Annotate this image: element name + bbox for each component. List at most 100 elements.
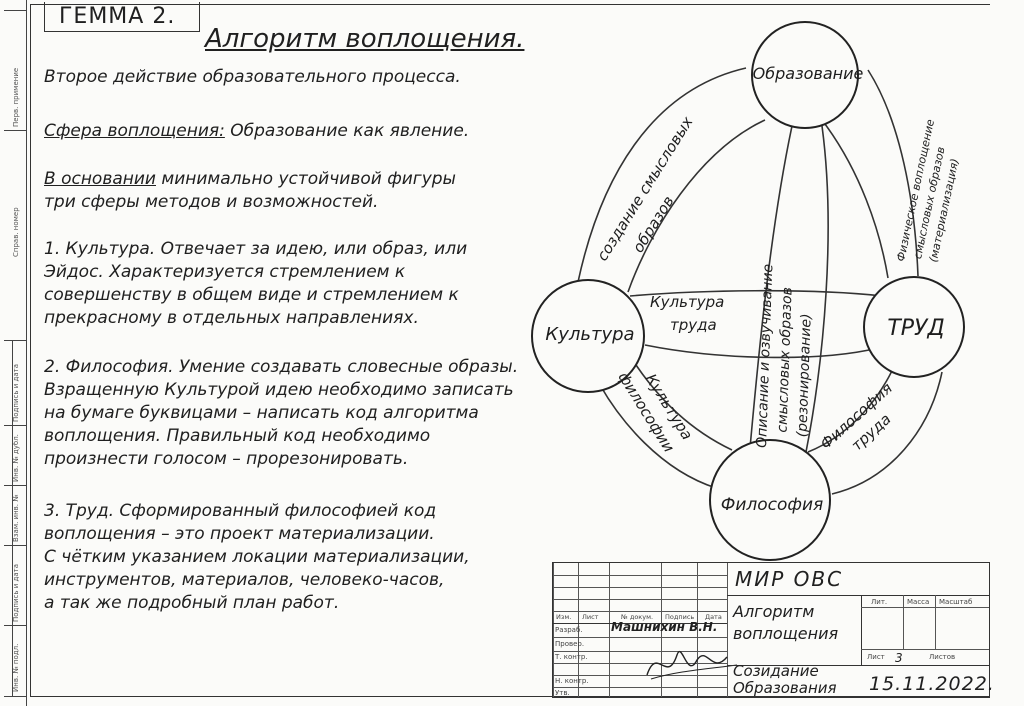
edge-education-philosophy-right	[805, 125, 829, 453]
basis-label: В основании	[44, 169, 156, 189]
node-education-circle	[751, 21, 859, 129]
labor-paragraph: 3. Труд. Сформированный философией код в…	[44, 500, 559, 615]
labor-line: инструментов, материалов, человеко-часов…	[44, 570, 445, 590]
side-cell: Перв. примение	[4, 10, 26, 131]
page-title: Алгоритм воплощения.	[205, 24, 525, 54]
node-labor-circle	[863, 276, 965, 378]
edge-label-culture-philosophy: Культура философии	[614, 369, 696, 456]
scale-label: Масштаб	[939, 598, 973, 606]
culture-paragraph: 1. Культура. Отвечает за идею, или образ…	[44, 238, 544, 330]
document-title: Алгоритм воплощения	[733, 601, 838, 645]
culture-line: Эйдос. Характеризуется стремлением к	[44, 262, 406, 282]
edge-education-philosophy-left	[749, 125, 793, 449]
frame-top	[30, 4, 990, 5]
col-header: Подпись	[665, 613, 695, 621]
grid-row	[553, 651, 727, 652]
organization: Созидание Образования	[733, 663, 837, 697]
labor-line: воплощения – это проект материализации.	[44, 524, 435, 544]
philosophy-line: на бумаге буквицами – написать код алгор…	[44, 403, 479, 423]
col-header: № докум.	[621, 613, 654, 621]
meta-col	[935, 595, 936, 649]
author-name: Машнихин В.Н.	[611, 620, 718, 634]
row-label: Провер.	[555, 640, 585, 648]
grid-row	[553, 675, 727, 676]
sphere-line: Сфера воплощения: Образование как явлени…	[44, 120, 544, 143]
intro-text: Второе действие образовательного процесс…	[44, 67, 461, 87]
meta-row	[861, 649, 989, 650]
node-culture-label: Культура	[545, 324, 634, 345]
bottom-divider	[727, 665, 989, 666]
edge-label-education-philosophy: Описание и озвучивание смысловых образов…	[754, 264, 815, 448]
philosophy-line: 2. Философия. Умение создавать словесные…	[44, 357, 519, 377]
row-label: Т. контр.	[555, 653, 588, 661]
edge-culture-education-inner	[627, 119, 766, 293]
grid-col	[578, 563, 579, 697]
edge-label-culture-education: создание смысловых образов	[593, 113, 697, 264]
culture-line: прекрасному в отдельных направлениях.	[44, 308, 419, 328]
edge-label-education-labor: Физическое воплощение смысловых образов …	[894, 118, 961, 264]
labor-line: С чётким указанием локации материализаци…	[44, 547, 470, 567]
node-labor-label: ТРУД	[887, 316, 944, 341]
title-block-grid: Изм. Лист № докум. Подпись Дата Разраб. …	[553, 563, 728, 697]
col-header: Изм.	[556, 613, 572, 621]
philosophy-line: Взращенную Культурой идею необходимо зап…	[44, 380, 514, 400]
node-philosophy-circle	[709, 439, 831, 561]
culture-line: совершенству в общем виде и стремлением …	[44, 285, 459, 305]
col-header: Дата	[705, 613, 722, 621]
organization-line: Созидание	[733, 662, 819, 680]
document-code: МИР ОВС	[735, 567, 844, 591]
edge-label-culture-labor: труда	[670, 316, 717, 334]
labor-line: 3. Труд. Сформированный философией код	[44, 501, 437, 521]
topic-box: ГЕММА 2.	[44, 2, 200, 32]
meta-col	[903, 595, 904, 649]
meta-divider	[861, 595, 862, 665]
row-label: Н. контр.	[555, 677, 589, 685]
edge-education-labor	[867, 69, 919, 277]
row-label: Утв.	[555, 689, 570, 697]
side-cell: Подпись и дата	[4, 340, 26, 426]
document-date: 15.11.2022.	[869, 673, 995, 695]
grid-row	[553, 611, 727, 612]
grid-row	[553, 587, 727, 588]
binding-strip: Перв. примение Справ. номер Подпись и да…	[0, 0, 30, 706]
basis-block: В основании минимально устойчивой фигуры…	[44, 168, 544, 214]
row-label: Разраб.	[555, 626, 583, 634]
edge-culture-education	[577, 67, 747, 283]
sphere-text: Образование как явление.	[224, 121, 470, 141]
node-culture-circle	[531, 279, 645, 393]
philosophy-line: воплощения. Правильный код необходимо	[44, 426, 431, 446]
grid-col	[727, 563, 728, 697]
document-title-line: воплощения	[733, 624, 839, 643]
side-cell: Взам. инв. №	[4, 485, 26, 546]
philosophy-paragraph: 2. Философия. Умение создавать словесные…	[44, 356, 544, 471]
side-cell: Инв. № дубл.	[4, 425, 26, 486]
lit-label: Лит.	[871, 598, 888, 606]
edge-label-philosophy-labor: Философия труда	[817, 379, 896, 455]
grid-row	[553, 637, 727, 638]
grid-col	[661, 563, 662, 697]
basis-line1: минимально устойчивой фигуры	[155, 169, 456, 189]
sphere-label: Сфера воплощения:	[44, 121, 225, 141]
grid-row	[553, 575, 727, 576]
edge-culture-labor-bottom	[644, 344, 879, 359]
strip-divider	[12, 340, 13, 696]
col-header: Лист	[582, 613, 599, 621]
labor-line: а так же подробный план работ.	[44, 593, 340, 613]
edge-label-line: Описание и озвучивание	[754, 264, 776, 448]
basis-line2: три сферы методов и возможностей.	[44, 192, 379, 212]
edge-culture-philosophy-inner	[635, 364, 733, 451]
edge-philosophy-labor-outer	[831, 371, 943, 495]
sheets-label: Листов	[929, 653, 956, 661]
grid-row	[553, 599, 727, 600]
grid-col	[609, 563, 610, 697]
edge-label-line: (резонирование)	[794, 313, 814, 437]
grid-row	[553, 663, 727, 664]
edge-education-labor-inner	[821, 119, 889, 279]
grid-row	[553, 623, 727, 624]
side-cell: Инв. № подл.	[4, 625, 26, 697]
grid-col	[697, 563, 698, 697]
side-cell: Подпись и дата	[4, 545, 26, 626]
node-philosophy-label: Философия	[721, 495, 824, 515]
edge-label-culture-labor: Культура	[650, 293, 724, 311]
meta-row	[861, 607, 989, 608]
